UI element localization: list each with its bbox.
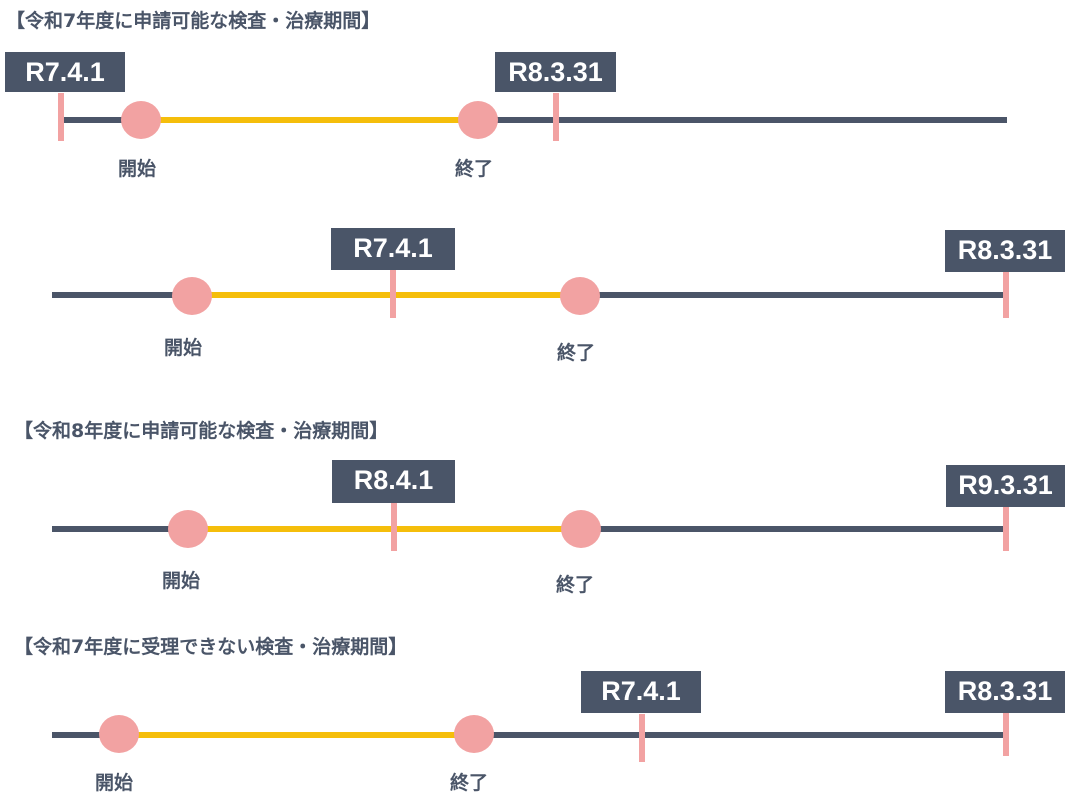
timeline-4-end-marker (454, 715, 494, 753)
timeline-4-period-bar (118, 732, 474, 738)
timeline-2-fiscal-end-tick (1003, 270, 1009, 318)
timeline-1-start-label: 開始 (118, 158, 157, 180)
timeline-3-fiscal-end-tick (1003, 503, 1009, 551)
timeline-4-fiscal-start-tick (639, 714, 645, 762)
timeline-4-start-marker (99, 715, 139, 753)
timeline-3-fiscal-end-date: R9.3.31 (946, 465, 1065, 507)
timeline-1-start-marker (121, 101, 161, 139)
timeline-4-track (52, 732, 1006, 738)
section-2-heading: 【令和8年度に申請可能な検査・治療期間】 (14, 420, 389, 442)
timeline-1-end-marker (458, 101, 498, 139)
timeline-2-start-marker (172, 277, 212, 315)
timeline-1-period-bar (140, 117, 478, 123)
timeline-2-end-marker (560, 277, 600, 315)
timeline-3-fiscal-start-date: R8.4.1 (332, 460, 455, 503)
timeline-4-end-label: 終了 (450, 772, 489, 794)
timeline-1-fiscal-end-date: R8.3.31 (495, 52, 616, 92)
timeline-1-fiscal-start-date: R7.4.1 (5, 52, 125, 92)
timeline-2-end-label: 終了 (557, 342, 596, 364)
timeline-2-fiscal-start-date: R7.4.1 (331, 228, 455, 270)
timeline-1-track (61, 117, 1007, 123)
section-3-heading: 【令和7年度に受理できない検査・治療期間】 (14, 636, 408, 658)
timeline-1-fiscal-end-tick (553, 93, 559, 141)
timeline-4-fiscal-end-date: R8.3.31 (945, 671, 1065, 713)
timeline-2-period-bar (192, 292, 580, 298)
timeline-2-start-label: 開始 (164, 337, 203, 359)
timeline-2-fiscal-start-tick (390, 270, 396, 318)
timeline-1-end-label: 終了 (455, 158, 494, 180)
timeline-3-start-label: 開始 (162, 570, 201, 592)
timeline-3-fiscal-start-tick (391, 503, 397, 551)
timeline-4-start-label: 開始 (95, 772, 134, 794)
timeline-3-end-label: 終了 (556, 574, 595, 596)
timeline-3-start-marker (168, 510, 208, 548)
timeline-3-end-marker (561, 510, 601, 548)
timeline-4-fiscal-start-date: R7.4.1 (581, 671, 701, 713)
timeline-4-fiscal-end-tick (1003, 708, 1009, 756)
timeline-3-period-bar (188, 526, 580, 532)
timeline-2-fiscal-end-date: R8.3.31 (945, 230, 1065, 272)
timeline-1-fiscal-start-tick (58, 93, 64, 141)
section-1-heading: 【令和7年度に申請可能な検査・治療期間】 (6, 10, 381, 32)
